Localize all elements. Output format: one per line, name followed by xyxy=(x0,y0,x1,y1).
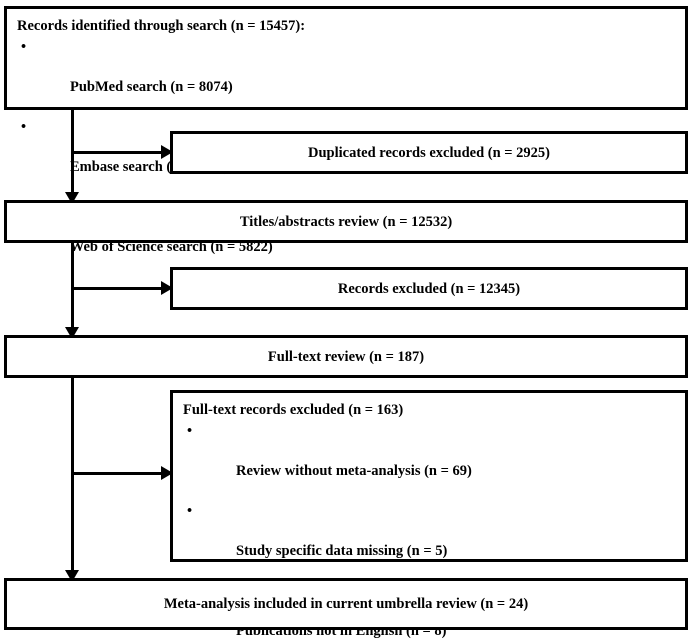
box-duplicated-records-excluded-label: Duplicated records excluded (n = 2925) xyxy=(308,144,550,161)
box-titles-abstracts-review: Titles/abstracts review (n = 12532) xyxy=(4,200,688,243)
box-full-text-review: Full-text review (n = 187) xyxy=(4,335,688,378)
connector-line-vertical-3 xyxy=(71,378,74,581)
box-meta-analysis-included-label: Meta-analysis included in current umbrel… xyxy=(163,596,529,612)
box-records-excluded: Records excluded (n = 12345) xyxy=(170,267,688,310)
list-item-label: Review without meta-analysis (n = 69) xyxy=(236,463,472,479)
box-records-excluded-label: Records excluded (n = 12345) xyxy=(337,280,521,297)
box-full-text-records-excluded-heading: Full-text records excluded (n = 163) xyxy=(183,402,404,418)
bullet-icon: • xyxy=(21,39,27,55)
connector-line-horizontal-1 xyxy=(71,151,164,154)
list-item-label: PubMed search (n = 8074) xyxy=(70,79,233,95)
box-full-text-review-label: Full-text review (n = 187) xyxy=(267,348,425,365)
connector-line-vertical-1 xyxy=(71,110,74,204)
bullet-icon: • xyxy=(187,423,193,439)
box-records-identified: Records identified through search (n = 1… xyxy=(4,6,688,255)
list-item-label: Web of Science search (n = 5822) xyxy=(69,239,273,255)
connector-line-horizontal-2 xyxy=(71,287,164,290)
bullet-icon: • xyxy=(21,119,27,135)
list-item-label: Study specific data missing (n = 5) xyxy=(236,543,448,559)
list-item: • Study specific data missing (n = 5) xyxy=(183,501,677,581)
list-item: • Web of Science search (n = 5822) xyxy=(17,197,677,277)
box-meta-analysis-included: Meta-analysis included in current umbrel… xyxy=(4,578,688,630)
box-records-identified-heading: Records identified through search (n = 1… xyxy=(17,18,306,34)
connector-line-vertical-2 xyxy=(71,243,74,338)
connector-line-horizontal-3 xyxy=(71,472,164,475)
list-item: • PubMed search (n = 8074) xyxy=(17,37,677,117)
box-full-text-records-excluded: Full-text records excluded (n = 163) • R… xyxy=(170,390,688,639)
bullet-icon: • xyxy=(187,503,193,519)
box-duplicated-records-excluded: Duplicated records excluded (n = 2925) xyxy=(170,131,688,174)
box-titles-abstracts-review-label: Titles/abstracts review (n = 12532) xyxy=(239,213,453,230)
list-item: • Review without meta-analysis (n = 69) xyxy=(183,421,677,501)
